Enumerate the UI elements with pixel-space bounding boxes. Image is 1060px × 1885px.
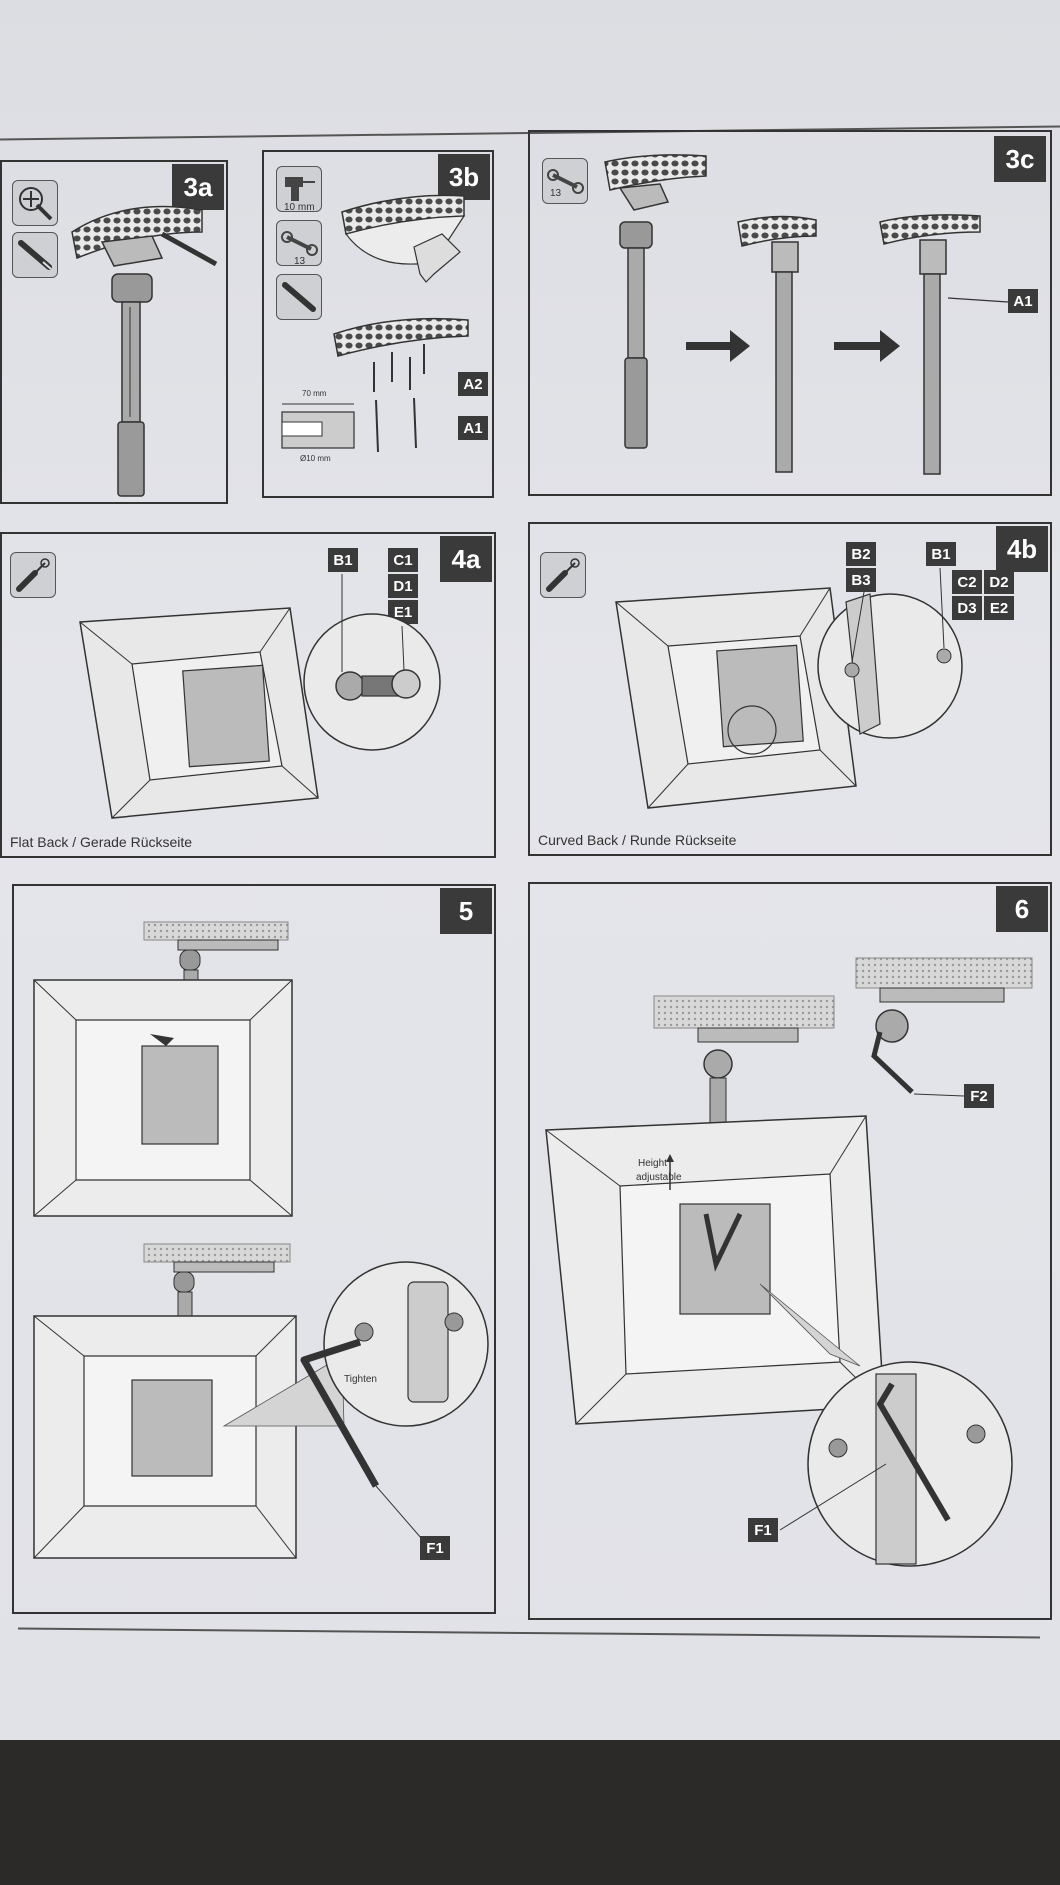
bottom-rule: [18, 1627, 1040, 1639]
step-6-illustration: [545, 957, 1033, 1567]
drill-bit-tool-icon: [12, 180, 58, 226]
step-number-badge: 3a: [172, 164, 224, 210]
step-4a-illustration: [79, 574, 441, 819]
spacer-tag-b3: B3: [846, 568, 876, 592]
pen-tool-icon: [12, 232, 58, 278]
step-3b-panel: 3b 10 mm 13 70 mm Ø10 mm A2: [262, 150, 494, 498]
screw-tag-d2: D2: [984, 570, 1014, 594]
instruction-sheet: 3a 3b 10 mm 13: [0, 0, 1060, 1740]
drill-tool-icon: [276, 166, 322, 212]
step-number-badge: 5: [440, 888, 492, 934]
drill-diameter-label: Ø10 mm: [300, 454, 331, 463]
step-number-badge: 6: [996, 886, 1048, 932]
screwdriver-tool-icon: [10, 552, 56, 598]
wrench-size-label: 13: [550, 188, 562, 199]
tighten-label: Tighten: [344, 1374, 377, 1385]
screw-tag-c1: C1: [388, 548, 418, 572]
height-label: Height: [638, 1158, 667, 1169]
step-4a-panel: 4a B1 C1 D1 E1 Flat Back / Gerade Rückse…: [0, 532, 496, 858]
pen-tool-icon: [276, 274, 322, 320]
washer-tag-b1: B1: [328, 548, 358, 572]
hex-key-tag-f1: F1: [748, 1518, 778, 1542]
screw-tag-d1: D1: [388, 574, 418, 598]
step-5-panel: 5: [12, 884, 496, 1614]
step-4b-illustration: [615, 567, 963, 809]
step-5-illustration: [33, 921, 489, 1559]
screwdriver-tool-icon: [540, 552, 586, 598]
step-3a-panel: 3a: [0, 160, 228, 504]
step-4b-panel: 4b B2 B3 B1 C2 D2 D3 E2 Curved Back / Ru…: [528, 522, 1052, 856]
step-6-panel: 6 Height adjus: [528, 882, 1052, 1620]
wrench-tool-icon: [276, 220, 322, 266]
wrench-size-label: 13: [294, 256, 306, 267]
screw-tag-e2: E2: [984, 596, 1014, 620]
wrench-tool-icon: [542, 158, 588, 204]
step-3a-illustration: [71, 205, 218, 497]
washer-tag-b1: B1: [926, 542, 956, 566]
step-number-badge: 3b: [438, 154, 490, 200]
step-number-badge: 4a: [440, 536, 492, 582]
screw-tag-d3: D3: [952, 596, 982, 620]
flat-back-caption: Flat Back / Gerade Rückseite: [10, 834, 193, 850]
adjustable-label: adjustable: [636, 1172, 682, 1183]
hex-key-tag-f2: F2: [964, 1084, 994, 1108]
step-number-badge: 4b: [996, 526, 1048, 572]
drill-depth-label: 70 mm: [302, 389, 327, 398]
step-3b-illustration: [281, 194, 469, 453]
curved-back-caption: Curved Back / Runde Rückseite: [538, 832, 737, 848]
step-3c-illustration: [604, 154, 1009, 475]
screw-tag-a1: A1: [458, 416, 488, 440]
drill-size-label: 10 mm: [284, 202, 315, 213]
step-3c-panel: 3c 13 A1: [528, 130, 1052, 496]
spacer-tag-b2: B2: [846, 542, 876, 566]
screw-tag-a1: A1: [1008, 289, 1038, 313]
anchor-tag-a2: A2: [458, 372, 488, 396]
step-number-badge: 3c: [994, 136, 1046, 182]
hex-key-tag-f1: F1: [420, 1536, 450, 1560]
screw-tag-c2: C2: [952, 570, 982, 594]
